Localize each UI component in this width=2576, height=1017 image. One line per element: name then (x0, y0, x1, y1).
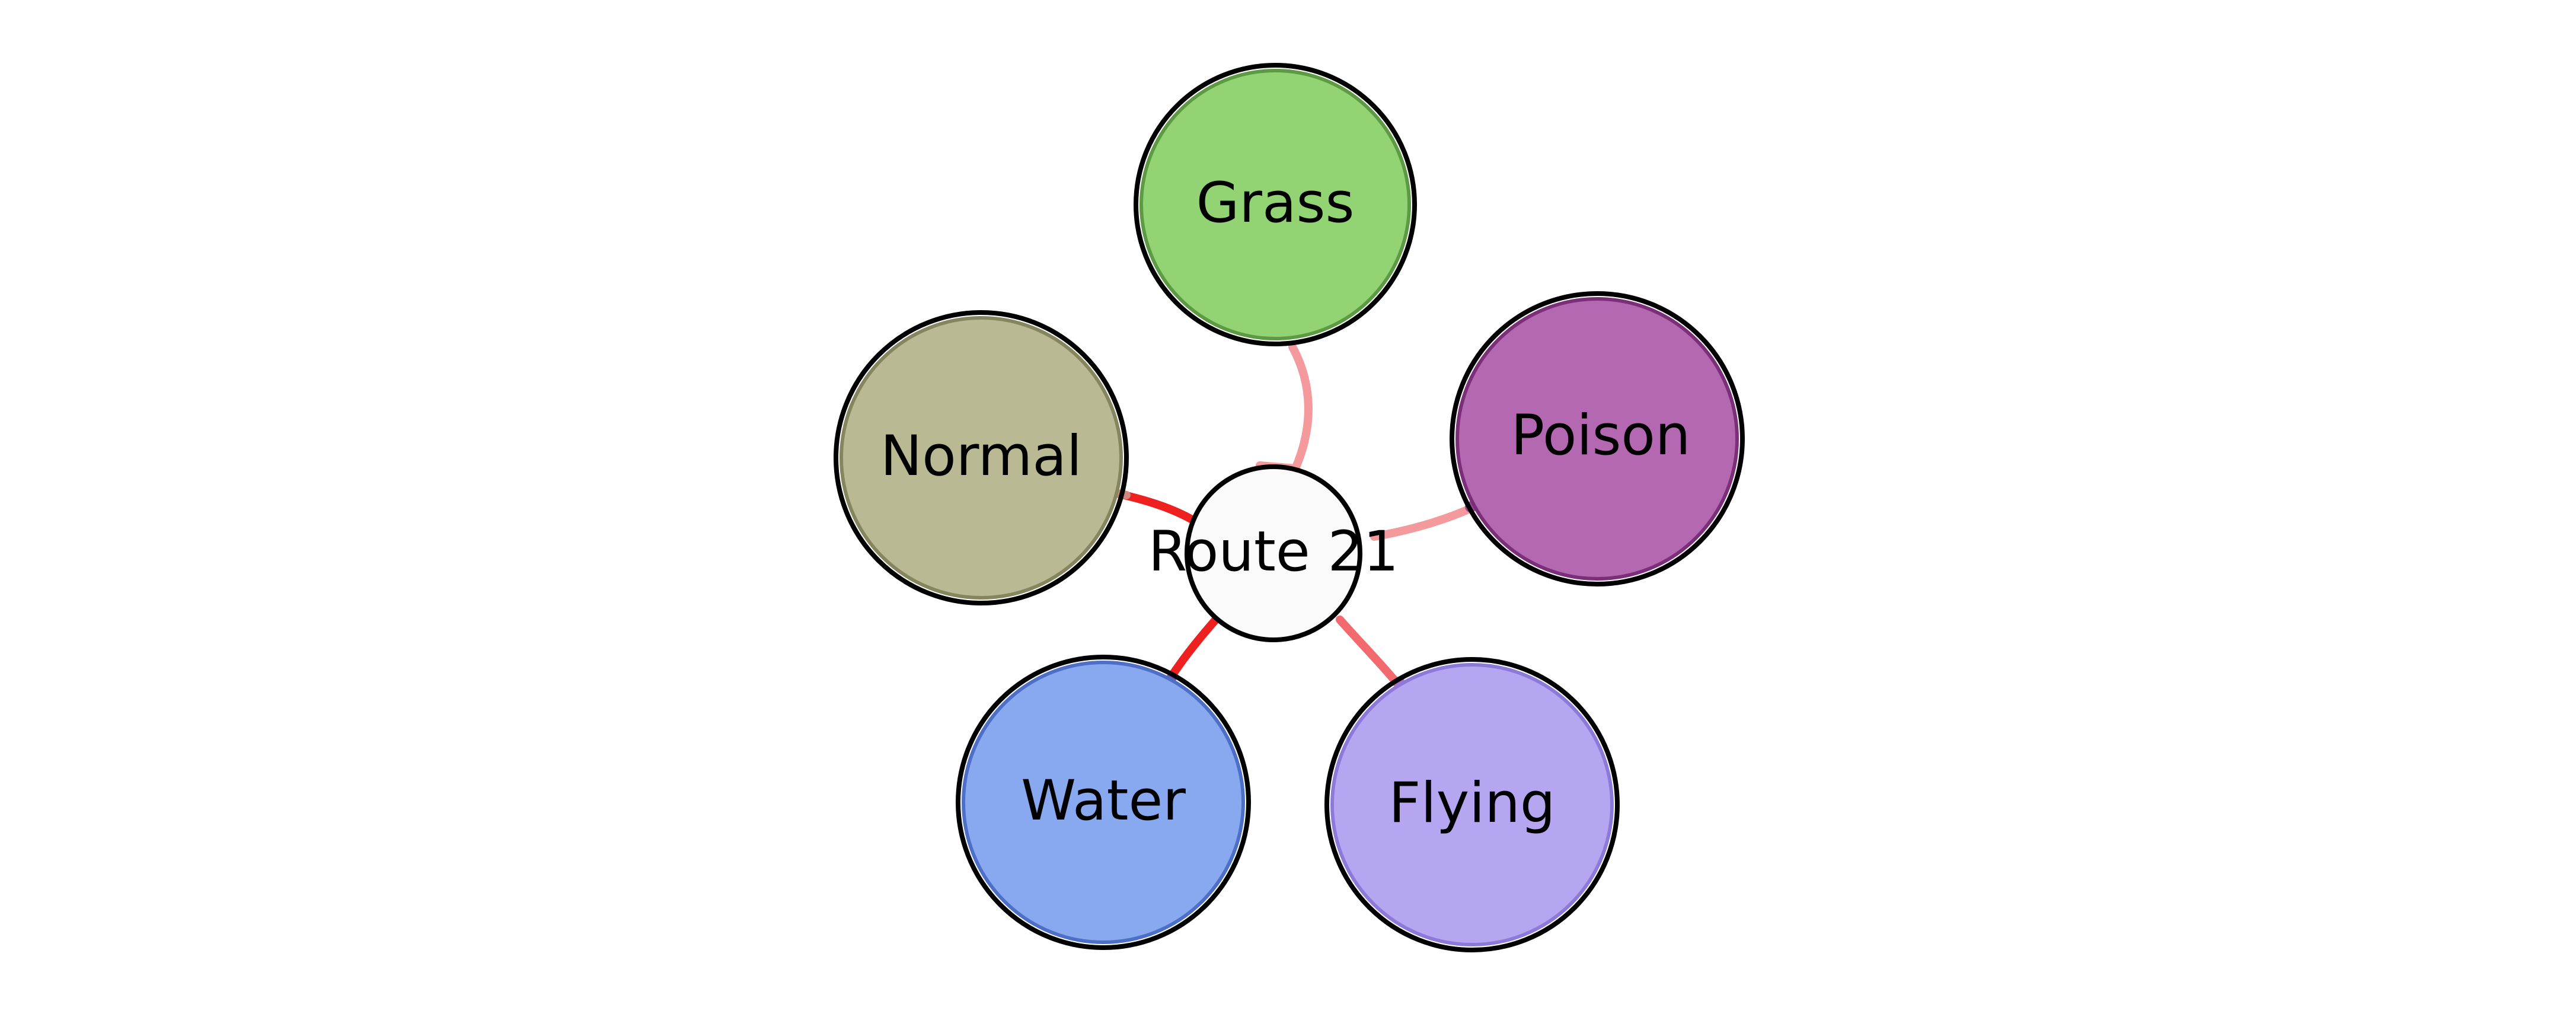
node-poison[interactable]: Poison (1450, 291, 1745, 586)
node-flying[interactable]: Flying (1324, 657, 1620, 952)
type-nodes: Grass Poison Flying Water Normal (834, 63, 1745, 952)
node-grass-label: Grass (1196, 171, 1354, 235)
node-poison-label: Poison (1511, 403, 1690, 468)
node-grass[interactable]: Grass (1134, 63, 1417, 346)
node-normal[interactable]: Normal (834, 310, 1129, 605)
node-water-label: Water (1021, 769, 1186, 833)
edge-grass (1288, 343, 1313, 473)
node-flying-label: Flying (1388, 771, 1555, 836)
center-node-label: Route 21 (1148, 519, 1399, 584)
center-node[interactable]: Route 21 (1148, 464, 1399, 642)
node-water[interactable]: Water (956, 655, 1251, 950)
node-normal-label: Normal (880, 424, 1082, 489)
